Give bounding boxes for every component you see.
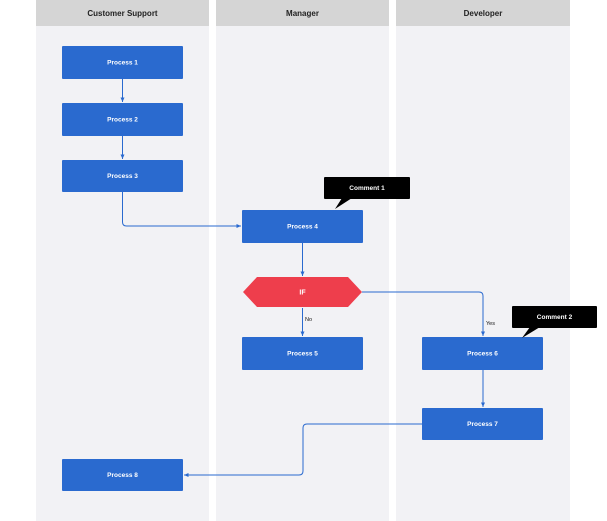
node-label: Process 2 — [107, 117, 138, 124]
connectors — [120, 79, 485, 477]
comment-1-callout[interactable]: Comment 1 — [324, 177, 410, 209]
lane-developer: Developer — [396, 0, 570, 521]
comment-label: Comment 2 — [537, 314, 573, 321]
process-2-node[interactable]: Process 2 — [62, 103, 183, 136]
lane-title: Customer Support — [87, 9, 158, 18]
comment-2-callout[interactable]: Comment 2 — [512, 306, 597, 338]
lane-title: Developer — [464, 9, 503, 18]
process-6-node[interactable]: Process 6 — [422, 337, 543, 370]
process-3-node[interactable]: Process 3 — [62, 160, 183, 192]
edge-p7-p8 — [184, 423, 422, 477]
node-label: IF — [299, 290, 306, 297]
lane-title: Manager — [286, 9, 319, 18]
node-label: Process 4 — [287, 224, 318, 231]
process-8-node[interactable]: Process 8 — [62, 459, 183, 491]
lane-header — [36, 0, 209, 26]
node-label: Process 8 — [107, 472, 138, 479]
process-5-node[interactable]: Process 5 — [242, 337, 363, 370]
edge-p3-p4 — [122, 192, 241, 228]
edge-if-p6 — [362, 291, 485, 336]
lane-header — [216, 0, 389, 26]
process-7-node[interactable]: Process 7 — [422, 408, 543, 440]
edge-label-no: No — [305, 317, 312, 323]
node-label: Process 5 — [287, 351, 318, 358]
node-label: Process 7 — [467, 421, 498, 428]
comment-label: Comment 1 — [349, 185, 385, 192]
if-decision-node[interactable]: IF — [243, 277, 362, 307]
node-label: Process 1 — [107, 60, 138, 67]
node-label: Process 3 — [107, 173, 138, 180]
node-label: Process 6 — [467, 351, 498, 358]
edge-label-yes: Yes — [486, 321, 495, 327]
lane-header — [396, 0, 570, 26]
process-1-node[interactable]: Process 1 — [62, 46, 183, 79]
process-4-node[interactable]: Process 4 — [242, 210, 363, 243]
